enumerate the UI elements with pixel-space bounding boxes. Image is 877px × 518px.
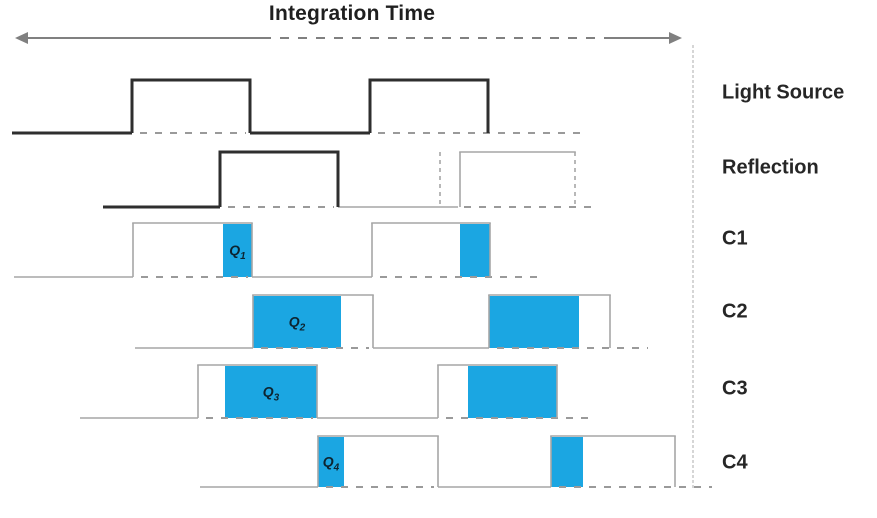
row-label-c2: C2 — [722, 300, 748, 323]
row-label-light-source: Light Source — [722, 81, 845, 104]
row-label-c3: C3 — [722, 377, 748, 400]
row-label-reflection: Reflection — [722, 156, 819, 179]
charge-region-x — [468, 366, 557, 418]
charge-region-x — [460, 224, 490, 277]
row-label-c4: C4 — [722, 451, 748, 474]
diagram-title: Integration Time — [268, 2, 436, 25]
arrow-head-right — [669, 32, 682, 44]
charge-region-x — [551, 437, 583, 487]
arrow-head-left — [15, 32, 28, 44]
charge-region-4 — [318, 437, 344, 487]
charge-region-2 — [253, 296, 341, 348]
charge-region-x — [489, 296, 579, 348]
charge-region-3 — [225, 366, 317, 418]
row-label-c1: C1 — [722, 227, 748, 250]
charge-region-1 — [223, 224, 252, 277]
